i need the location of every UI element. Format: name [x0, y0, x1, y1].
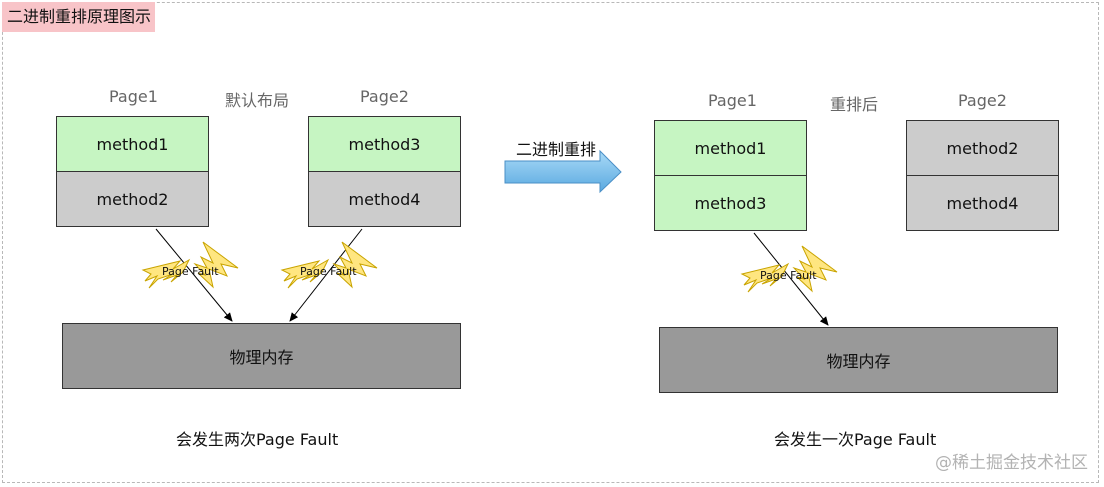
left-page2-label: Page2 — [360, 87, 409, 106]
left-fault-label-1: Page Fault — [162, 265, 219, 278]
right-caption: 会发生一次Page Fault — [774, 430, 937, 449]
left-page2-method-bottom: method4 — [308, 171, 461, 227]
right-layout-label: 重排后 — [830, 95, 879, 114]
right-fault-label: Page Fault — [760, 269, 817, 282]
left-physical-memory: 物理内存 — [62, 323, 461, 389]
watermark: @稀土掘金技术社区 — [935, 453, 1088, 473]
left-fault-line-1 — [155, 228, 233, 322]
right-page2-method-top: method2 — [906, 120, 1059, 176]
left-lightning-1-icon — [141, 241, 239, 289]
diagram-title: 二进制重排原理图示 — [2, 2, 155, 32]
left-fault-line-2 — [289, 228, 363, 322]
left-page1-method-bottom: method2 — [56, 171, 209, 227]
left-page1-method-top: method1 — [56, 116, 209, 172]
right-page2-method-bottom: method4 — [906, 175, 1059, 231]
right-lightning-icon — [740, 245, 838, 293]
right-page1-method-top: method1 — [654, 120, 807, 176]
left-fault-label-2: Page Fault — [300, 265, 357, 278]
left-lightning-2-icon — [280, 241, 378, 289]
right-page1-label: Page1 — [708, 91, 757, 110]
left-page1-label: Page1 — [109, 87, 158, 106]
transition-arrow — [504, 149, 622, 194]
left-page2-method-top: method3 — [308, 116, 461, 172]
left-layout-label: 默认布局 — [225, 91, 290, 110]
right-page2-label: Page2 — [958, 91, 1007, 110]
right-page1-method-bottom: method3 — [654, 175, 807, 231]
right-fault-line — [753, 232, 829, 326]
transition-label: 二进制重排 — [516, 140, 597, 159]
right-physical-memory: 物理内存 — [659, 327, 1058, 393]
left-caption: 会发生两次Page Fault — [176, 430, 339, 449]
